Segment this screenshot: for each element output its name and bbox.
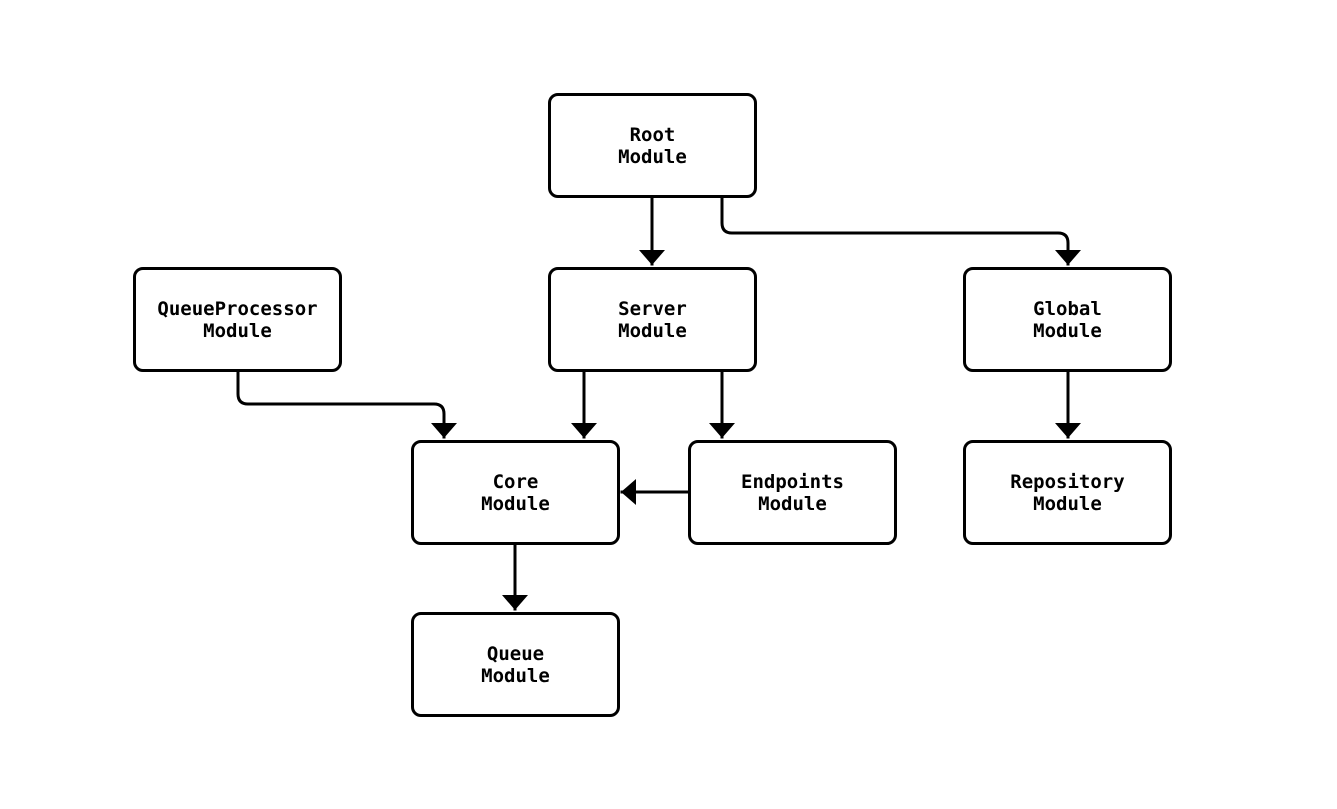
node-queueprocessor-module-label: QueueProcessor Module xyxy=(157,297,318,342)
node-repository-module: Repository Module xyxy=(963,440,1172,545)
node-repository-module-label: Repository Module xyxy=(1010,470,1125,515)
node-core-module: Core Module xyxy=(411,440,620,545)
node-queue-module-label: Queue Module xyxy=(481,642,550,687)
node-queueprocessor-module: QueueProcessor Module xyxy=(133,267,342,372)
node-server-module: Server Module xyxy=(548,267,757,372)
node-root-module-label: Root Module xyxy=(618,123,687,168)
node-global-module: Global Module xyxy=(963,267,1172,372)
node-queue-module: Queue Module xyxy=(411,612,620,717)
node-core-module-label: Core Module xyxy=(481,470,550,515)
node-endpoints-module-label: Endpoints Module xyxy=(741,470,844,515)
node-server-module-label: Server Module xyxy=(618,297,687,342)
node-root-module: Root Module xyxy=(548,93,757,198)
node-global-module-label: Global Module xyxy=(1033,297,1102,342)
edge-root-to-global xyxy=(720,196,1081,266)
edge-queueprocessor-to-core xyxy=(236,369,457,439)
node-endpoints-module: Endpoints Module xyxy=(688,440,897,545)
